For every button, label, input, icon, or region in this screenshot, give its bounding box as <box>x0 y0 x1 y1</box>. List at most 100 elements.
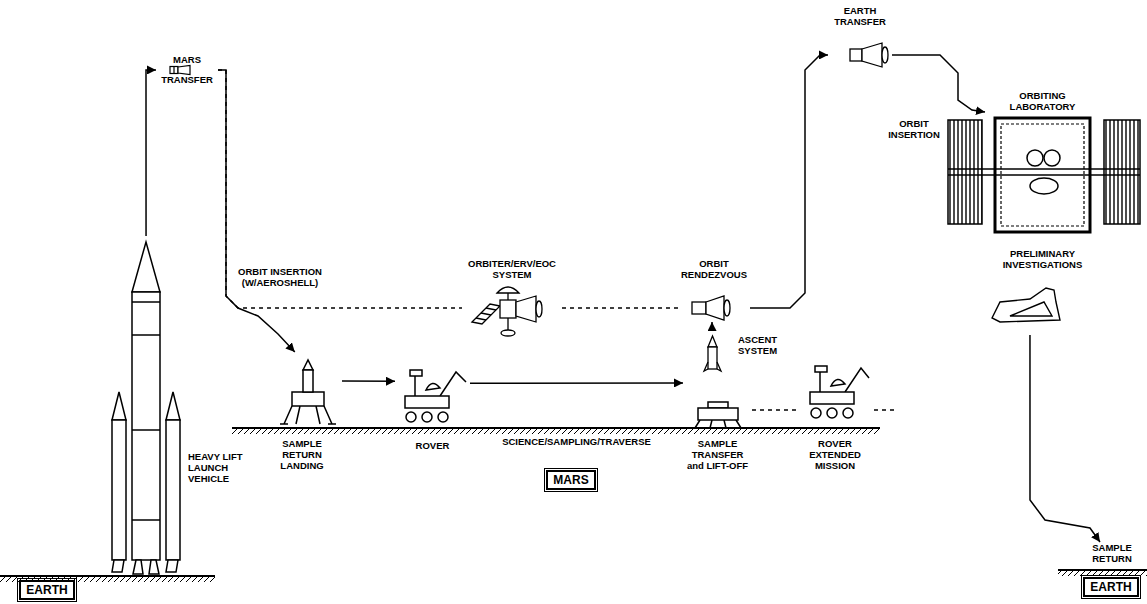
space-shuttle <box>1010 302 1052 316</box>
mission-path <box>892 55 985 112</box>
launch-vehicle <box>132 334 160 336</box>
landing-stage: SAMPLE RETURN LANDING <box>262 352 342 474</box>
mars-transfer-craft <box>170 66 190 75</box>
mission-path <box>218 70 295 352</box>
earth-transfer-craft <box>850 43 888 67</box>
orbiting-laboratory <box>1030 178 1058 194</box>
stage-label: ASCENT SYSTEM <box>738 334 794 356</box>
stage-label: PRELIMINARY INVESTIGATIONS <box>987 248 1098 270</box>
stage-label: EARTH TRANSFER <box>828 5 892 27</box>
launch-vehicle <box>166 560 178 572</box>
ascent-stage: ASCENT SYSTEM <box>702 328 795 374</box>
earth-transfer-craft <box>882 47 888 63</box>
launch-vehicle <box>132 519 160 521</box>
launch-vehicle <box>112 392 126 420</box>
launch-vehicle <box>166 420 180 560</box>
sample-transfer-platform <box>695 420 741 428</box>
rover-stage: ROVER EXTENDED MISSION <box>798 345 872 475</box>
stage-label: HEAVY LIFT LAUNCH VEHICLE <box>188 451 246 484</box>
ground-earth-left <box>0 575 215 577</box>
laboratory-stage: ORBITING LABORATORY PRELIMINARY INVESTIGA… <box>985 88 1100 335</box>
launch-vehicle <box>132 429 160 431</box>
ascent-rocket <box>708 336 717 347</box>
orbiting-laboratory <box>1001 124 1084 226</box>
lander <box>303 360 313 370</box>
orbit-path <box>218 70 462 308</box>
orbiter <box>536 301 542 317</box>
mission-path <box>711 322 713 328</box>
rover <box>406 412 416 422</box>
stage-label: ROVER EXTENDED MISSION <box>798 438 872 471</box>
return-stage: SAMPLE RETURN <box>1082 542 1142 568</box>
mars-transfer-craft <box>173 67 174 74</box>
launch-vehicle <box>112 242 180 574</box>
ground-mars <box>232 427 880 429</box>
orbiting-laboratory <box>1027 150 1043 166</box>
mission-path <box>750 55 828 308</box>
rendezvous-craft <box>692 302 706 314</box>
planet-name: MARS <box>553 473 588 487</box>
ground-earth-right <box>1058 569 1147 571</box>
orbiter <box>472 287 542 336</box>
rendezvous-craft <box>706 296 724 320</box>
orbiter-stage: ORBITER/ERV/EOC SYSTEM <box>462 258 562 345</box>
orbiting-laboratory <box>948 118 1140 232</box>
launch-vehicle <box>132 301 160 303</box>
rover <box>426 383 440 390</box>
stage-label: ORBITER/ERV/EOC SYSTEM <box>462 258 562 280</box>
rover <box>410 370 422 376</box>
ground-earth-right <box>1058 570 1147 576</box>
stage-label: ORBIT RENDEZVOUS <box>678 258 750 280</box>
transfer-stage: EARTH TRANSFER <box>828 5 892 68</box>
rover-extended <box>831 379 845 386</box>
mission-path <box>342 380 395 382</box>
orbiting-laboratory <box>948 120 982 224</box>
stage-label: MARS TRANSFER <box>156 50 218 90</box>
planet-box: EARTH <box>1083 577 1139 597</box>
sample-transfer-platform <box>695 402 741 428</box>
lander <box>292 392 324 406</box>
stage-label: SAMPLE TRANSFER and LIFT-OFF <box>683 438 752 471</box>
planet-box: EARTH <box>19 580 75 600</box>
launch-vehicle <box>112 560 124 572</box>
dashed-path-extension <box>874 409 898 411</box>
lander <box>280 406 336 424</box>
planet-box: MARS <box>546 470 596 490</box>
orbiting-laboratory <box>1104 120 1140 224</box>
orbiting-laboratory <box>995 118 1090 232</box>
orbiting-laboratory <box>948 174 1140 176</box>
launch-vehicle <box>132 242 160 292</box>
launch-vehicle-stage: HEAVY LIFT LAUNCH VEHICLE <box>100 236 250 576</box>
planet-name: EARTH <box>1090 580 1131 594</box>
earth-transfer-craft <box>850 49 862 61</box>
stage-label: ROVER <box>395 440 470 451</box>
lift-off-stage: SAMPLE TRANSFER and LIFT-OFF <box>683 378 752 482</box>
maneuver-label: ORBIT INSERTION <box>882 118 946 140</box>
space-shuttle <box>992 288 1060 322</box>
rover-extended <box>815 366 827 372</box>
path-label: SCIENCE/SAMPLING/TRAVERSE <box>500 436 653 447</box>
stage-label: SAMPLE RETURN <box>1082 542 1142 564</box>
stage-label: SAMPLE RETURN LANDING <box>262 438 342 471</box>
rendezvous-craft <box>724 300 730 316</box>
dashed-path-extension <box>874 409 898 411</box>
sample-transfer-platform <box>708 402 728 408</box>
orbiter <box>516 296 536 322</box>
rover-extended <box>827 408 837 418</box>
space-shuttle <box>992 288 1060 322</box>
launch-vehicle <box>112 420 126 560</box>
orbiter <box>501 330 515 336</box>
ground-mars <box>232 429 880 434</box>
launch-vehicle <box>132 292 160 560</box>
maneuver-label: ORBIT INSERTION (W/AEROSHELL) <box>236 266 324 288</box>
orbiting-laboratory <box>948 168 1140 170</box>
rendezvous-stage: ORBIT RENDEZVOUS <box>678 258 750 322</box>
sample-transfer-platform <box>698 408 738 420</box>
orbiter <box>472 304 500 324</box>
lander <box>303 370 313 392</box>
stage-label: ORBITING LABORATORY <box>995 90 1090 112</box>
rover <box>422 412 432 422</box>
orbiter <box>476 308 496 320</box>
